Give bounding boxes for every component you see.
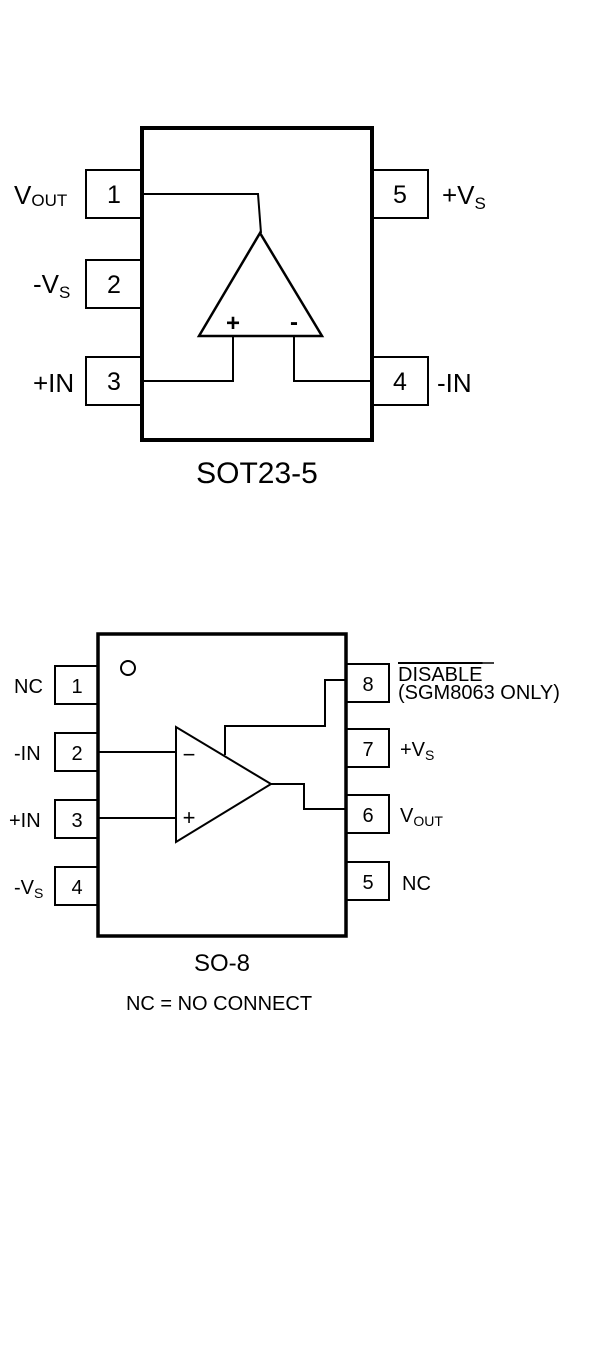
sot23-pin3-label: +IN <box>33 368 74 398</box>
so8-pin4-label: -VS <box>14 877 43 901</box>
sot23-output-wire <box>142 193 262 234</box>
sot23-body <box>140 126 374 442</box>
sot23-pin4-label: -IN <box>437 368 472 398</box>
so8-pin6-label: VOUT <box>400 805 443 829</box>
so8-output-wire <box>271 783 346 810</box>
so8-pin7-box <box>345 728 390 768</box>
sot23-opamp-minus: - <box>290 309 298 336</box>
sot23-package: 1 2 3 4 5 VOUT -VS +IN -IN +VS + - SOT23… <box>14 126 486 490</box>
sot23-pin4-number: 4 <box>393 368 407 396</box>
sot23-opamp-symbol <box>196 230 325 338</box>
so8-pin4-number: 4 <box>71 877 82 899</box>
sot23-plus-input-wire <box>142 336 234 382</box>
sot23-minus-input-wire <box>293 336 372 382</box>
so8-pin3-label: +IN <box>9 810 41 832</box>
so8-pin7-label: +VS <box>400 739 434 763</box>
so8-pin6-box <box>345 794 390 834</box>
so8-disable-wire <box>224 679 346 755</box>
so8-opamp-minus: − <box>183 742 196 767</box>
so8-pin5-number: 5 <box>362 872 373 894</box>
so8-package-name: SO-8 <box>194 950 250 977</box>
sot23-pin5-label: +VS <box>442 180 486 213</box>
so8-pin5-label: NC <box>402 873 431 895</box>
so8-pin1-box <box>54 665 99 705</box>
so8-pin3-number: 3 <box>71 810 82 832</box>
sot23-pin3-number: 3 <box>107 368 121 396</box>
so8-pin2-number: 2 <box>71 743 82 765</box>
so8-pin1-marker <box>120 660 136 676</box>
so8-opamp-plus: + <box>183 805 196 830</box>
so8-opamp-symbol <box>175 725 273 844</box>
so8-pin6-number: 6 <box>362 805 373 827</box>
so8-pin7-number: 7 <box>362 739 373 761</box>
so8-pin8-number: 8 <box>362 674 373 696</box>
sot23-pin1-number: 1 <box>107 181 121 209</box>
sot23-pin2-box <box>85 259 143 309</box>
sot23-pin1-label: VOUT <box>14 180 67 210</box>
so8-pin1-number: 1 <box>71 676 82 698</box>
so8-pin8-label: DISABLE <box>398 664 482 686</box>
so8-pin1-label: NC <box>14 676 43 698</box>
so8-package: 1 2 3 4 5 6 7 8 NC -IN +IN -VS DISABLE (… <box>9 632 560 1015</box>
so8-pin5-box <box>345 861 390 901</box>
so8-pin2-label: -IN <box>14 743 41 765</box>
sot23-pin5-number: 5 <box>393 181 407 209</box>
sot23-pin2-number: 2 <box>107 271 121 299</box>
so8-note: NC = NO CONNECT <box>126 993 312 1015</box>
so8-pin4-box <box>54 866 99 906</box>
so8-body <box>96 632 348 938</box>
sot23-pin2-label: -VS <box>33 269 70 302</box>
so8-pin8-box <box>345 663 390 703</box>
so8-pin8-label-line2: (SGM8063 ONLY) <box>398 682 560 704</box>
sot23-package-name: SOT23-5 <box>196 457 318 490</box>
sot23-pin5-box <box>371 169 429 219</box>
sot23-opamp-plus: + <box>226 310 240 337</box>
